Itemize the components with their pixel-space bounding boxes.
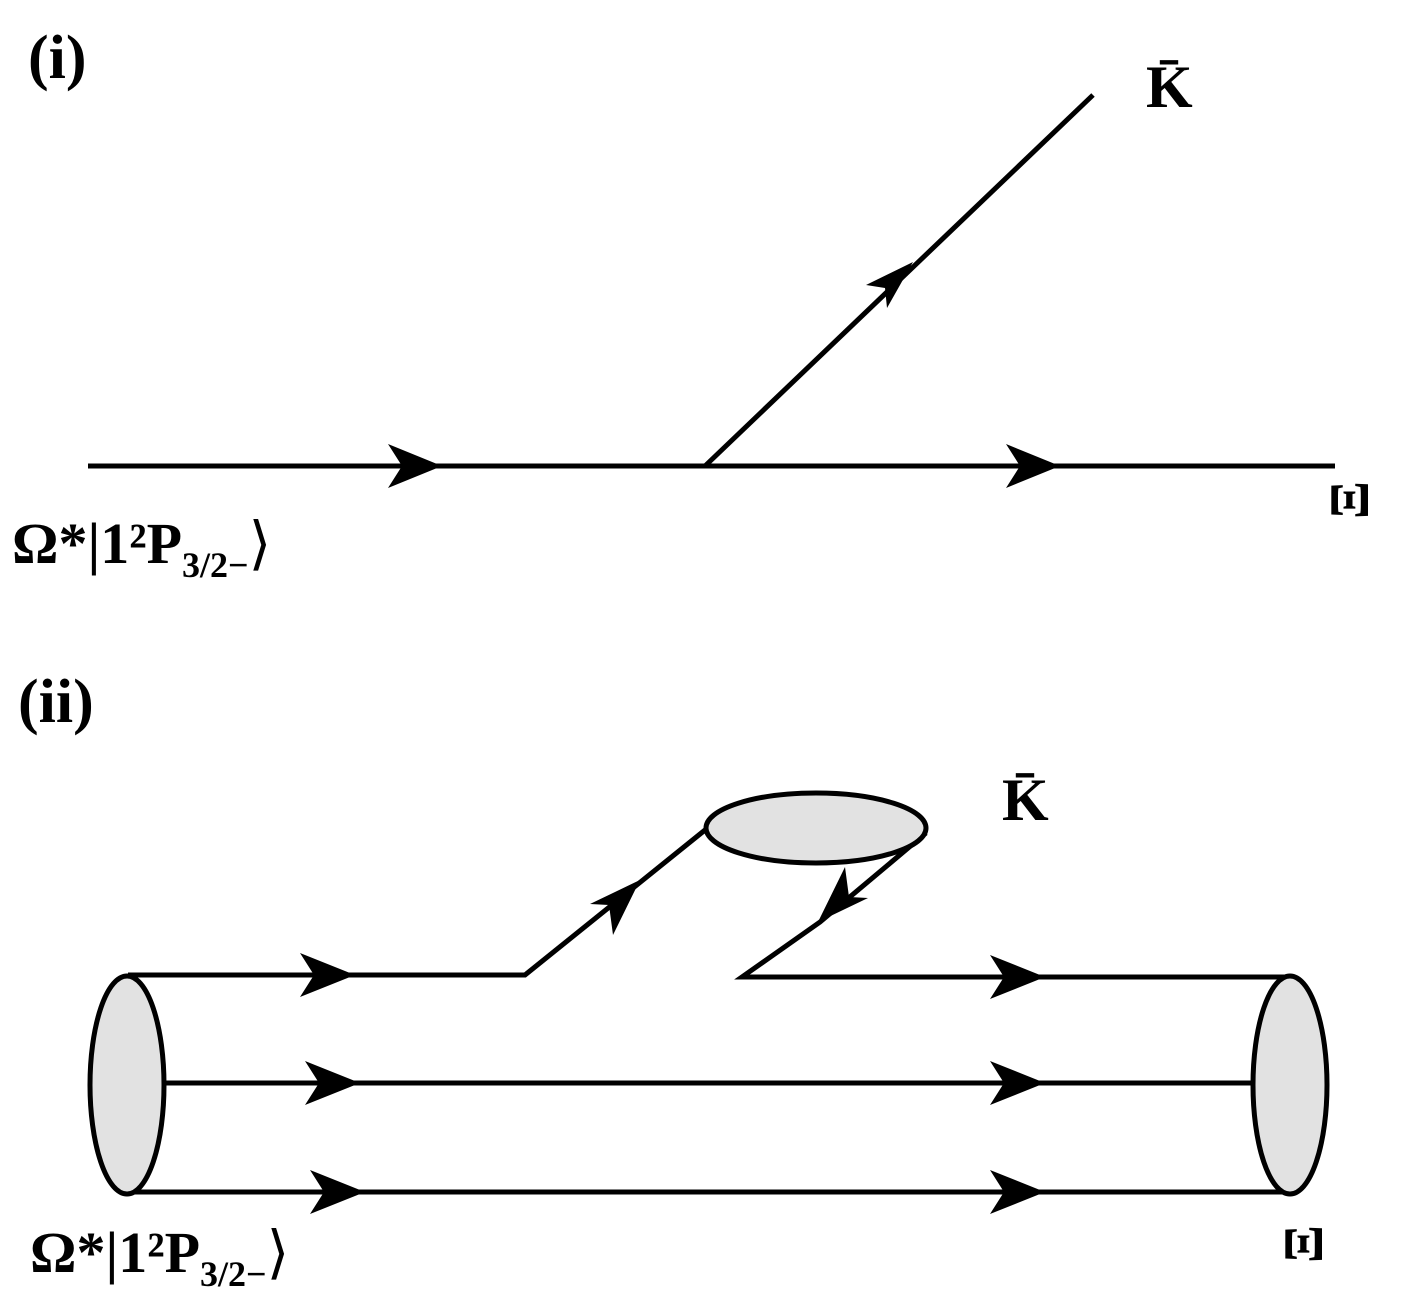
panel-ii: (ii) K̄ Ξ Ω*|1²P3/2−⟩	[18, 668, 1335, 1294]
panel-i-label: (i)	[28, 24, 87, 92]
panel-i-final-baryon-label: Ξ	[1319, 481, 1381, 519]
panel-ii-initial-state-subscript: 3/2−	[200, 1254, 267, 1294]
panel-ii-initial-state-label: Ω*|1²P3/2−⟩	[30, 1220, 289, 1294]
panel-ii-arrow-antiquark	[818, 867, 868, 922]
panel-i-meson-label: K̄	[1146, 54, 1193, 120]
panel-ii-arrow-quark-to-meson	[590, 880, 640, 935]
panel-i-initial-state-ket: ⟩	[249, 511, 272, 576]
panel-ii-meson-label: K̄	[1002, 767, 1049, 833]
panel-i-initial-state-subscript: 3/2−	[182, 545, 249, 585]
panel-i-arrow-meson	[866, 262, 913, 308]
panel-ii-arrow-middle-out	[990, 1061, 1045, 1105]
panel-i: (i) K̄ Ξ Ω*|1²P3/2−⟩	[12, 24, 1381, 585]
panel-i-arrow-outgoing	[1006, 444, 1060, 488]
panel-ii-label: (ii)	[18, 668, 94, 736]
panel-ii-final-baryon-cap	[1250, 973, 1330, 1197]
panel-ii-arrow-bottom-in	[310, 1170, 365, 1214]
panel-ii-initial-baryon-cap	[87, 973, 167, 1197]
panel-ii-initial-state-text: Ω*|1²P	[30, 1220, 200, 1285]
panel-ii-arrow-middle-in	[305, 1061, 360, 1105]
panel-i-arrow-incoming	[388, 444, 442, 488]
panel-ii-initial-state-ket: ⟩	[267, 1220, 290, 1285]
panel-ii-arrow-top-out	[990, 955, 1045, 999]
panel-ii-arrow-bottom-out	[990, 1170, 1045, 1214]
panel-ii-quark-line-top-left	[128, 824, 712, 978]
panel-ii-meson-blob	[703, 790, 929, 866]
panel-i-initial-state-text: Ω*|1²P	[12, 511, 182, 576]
panel-ii-arrow-top-in	[300, 953, 355, 997]
panel-i-initial-state-label: Ω*|1²P3/2−⟩	[12, 511, 271, 585]
panel-ii-final-baryon-label: Ξ	[1273, 1225, 1335, 1263]
